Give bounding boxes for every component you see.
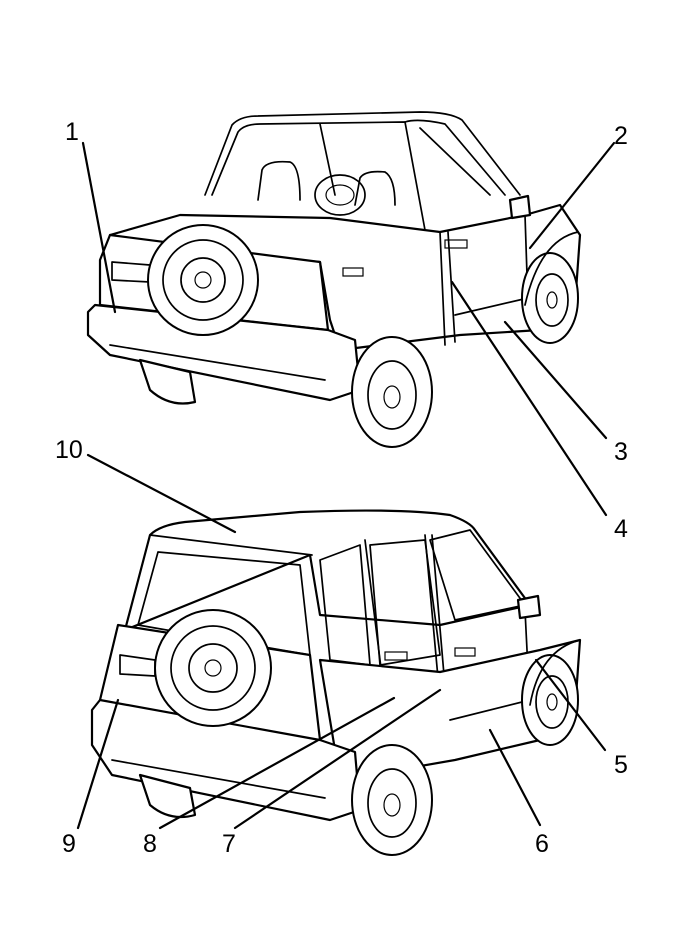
convertible-vehicle-illustration [86, 111, 582, 448]
callout-2: 2 [614, 122, 628, 150]
leader-line-1 [81, 141, 117, 314]
leader-line-2 [528, 141, 616, 250]
callout-7: 7 [222, 830, 236, 858]
leader-line-3 [503, 320, 608, 440]
callout-6: 6 [535, 830, 549, 858]
leader-line-4 [450, 280, 608, 517]
leader-line-9 [76, 698, 120, 830]
callout-8: 8 [143, 830, 157, 858]
hardtop-vehicle-illustration [90, 509, 582, 856]
callout-1: 1 [65, 118, 79, 146]
callout-leader-lines [76, 141, 616, 830]
callout-5: 5 [614, 751, 628, 779]
leader-line-8 [158, 696, 396, 830]
leader-line-7 [233, 688, 442, 830]
callout-numbers: 1 2 3 4 5 6 7 8 9 10 [55, 118, 628, 858]
leader-line-6 [488, 728, 542, 827]
leader-line-10 [86, 453, 237, 534]
leader-line-5 [534, 658, 607, 752]
callout-10: 10 [55, 436, 83, 464]
callout-4: 4 [614, 515, 628, 543]
callout-9: 9 [62, 830, 76, 858]
callout-3: 3 [614, 438, 628, 466]
